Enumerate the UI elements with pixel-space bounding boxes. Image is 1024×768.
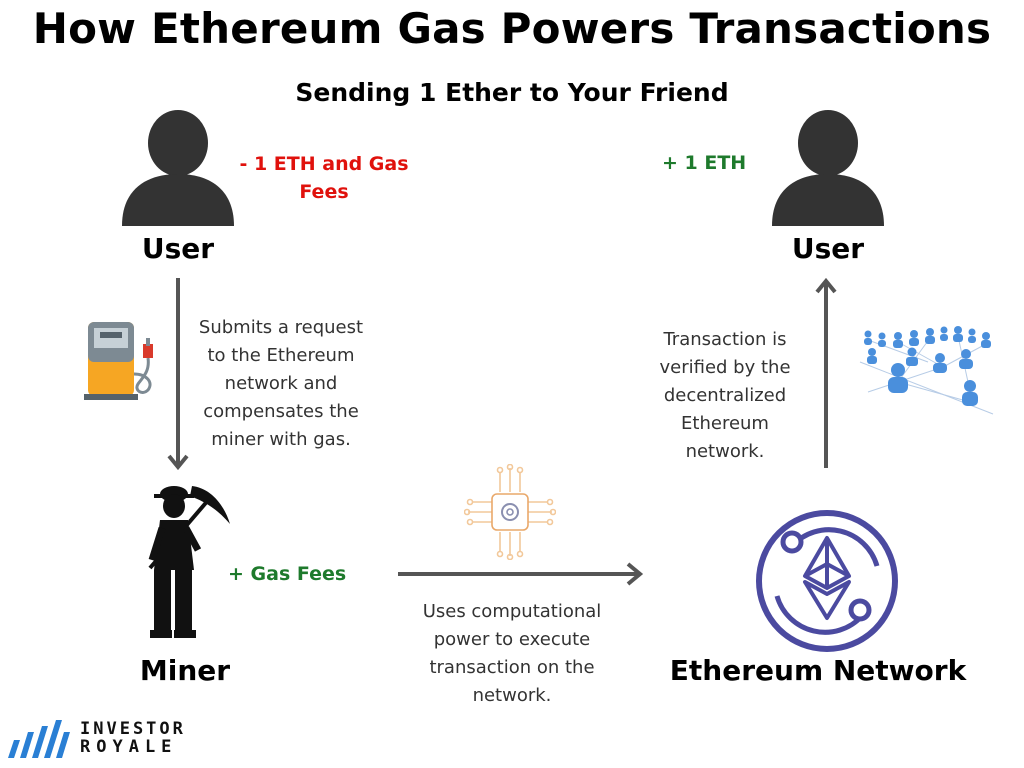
network-label: Ethereum Network: [669, 654, 967, 687]
execute-description: Uses computational power to execute tran…: [422, 601, 602, 706]
sender-user-icon: [118, 108, 238, 226]
sender-label: User: [141, 232, 215, 265]
investor-royale-logo: [6, 718, 78, 760]
recipient-user-icon: [768, 108, 888, 226]
miner-label: Miner: [139, 654, 231, 687]
ethereum-logo-icon: [752, 506, 902, 656]
miner-reward: + Gas Fees: [228, 563, 347, 585]
submit-description: Submits a request to the Ethereum networ…: [198, 317, 364, 450]
sender-balance-change: - 1 ETH and Gas Fees: [239, 153, 409, 203]
miner-with-pickaxe-icon: [140, 480, 236, 640]
verify-arrow: [814, 276, 842, 472]
page-title: How Ethereum Gas Powers Transactions: [32, 4, 992, 53]
submit-arrow: [166, 276, 194, 472]
recipient-balance-change: + 1 ETH: [662, 152, 747, 174]
verify-description: Transaction is verified by the decentral…: [659, 329, 791, 462]
logo-bars-icon: [8, 720, 70, 758]
gas-pump-icon: [82, 318, 162, 402]
execute-arrow: [396, 560, 646, 588]
logo-line-1: INVESTOR: [80, 719, 186, 739]
peer-network-icon: [858, 322, 994, 420]
page-subtitle: Sending 1 Ether to Your Friend: [295, 78, 729, 107]
logo-line-2: ROYALE: [80, 737, 178, 757]
logo-wordmark: INVESTOR ROYALE: [80, 720, 186, 756]
processor-chip-icon: [464, 464, 556, 560]
recipient-label: User: [791, 232, 865, 265]
